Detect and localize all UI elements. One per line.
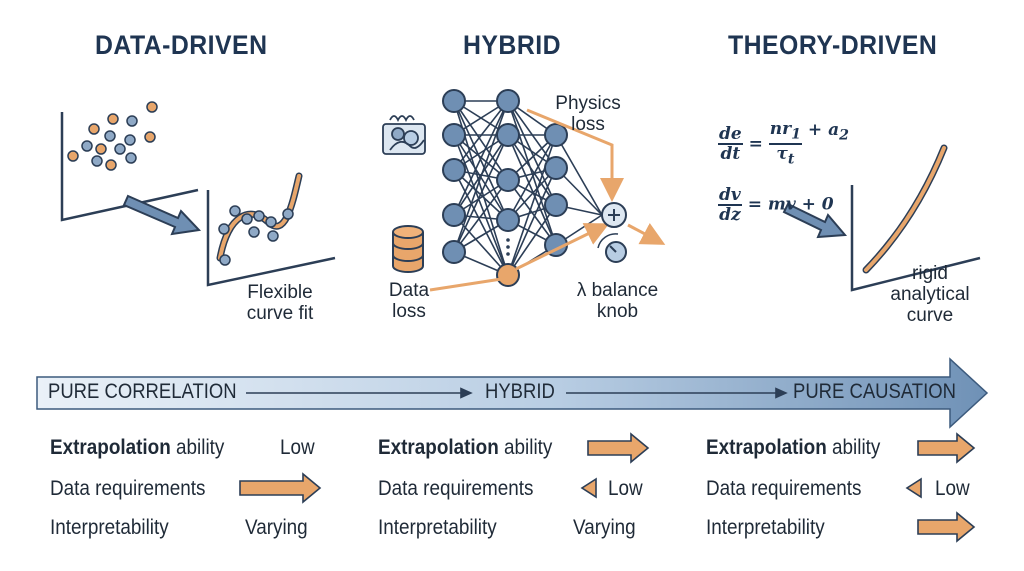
network-edge: [507, 204, 557, 276]
data-loss-path: [429, 223, 610, 292]
right-extrap-arrow: [917, 432, 976, 464]
network-edge: [453, 100, 509, 181]
mid-data-value: Low: [608, 477, 643, 500]
left-interp-value: Varying: [245, 516, 308, 539]
network-edge: [453, 134, 509, 253]
sensor-icon: [382, 115, 426, 155]
network-edge: [507, 134, 557, 206]
mid-data-row: Data requirements: [378, 477, 534, 500]
network-edge: [453, 169, 509, 276]
raw-scatter-plot: [60, 101, 199, 222]
network-edge: [507, 100, 557, 246]
network-edge: [453, 100, 509, 253]
theory-arrow: [782, 202, 848, 239]
network-edge: [555, 134, 603, 216]
left-data-row: Data requirements: [50, 477, 206, 500]
network-node: [442, 158, 466, 182]
network-node: [496, 208, 520, 232]
network-node: [442, 123, 466, 147]
network-edge: [453, 179, 509, 253]
network-edge: [507, 134, 557, 221]
network-edge: [453, 100, 509, 171]
title-data-driven: DATA-DRIVEN: [95, 30, 268, 60]
right-data-value: Low: [935, 477, 970, 500]
mid-interp-value: Varying: [573, 516, 636, 539]
spectrum-left-label: PURE CORRELATION: [48, 380, 237, 403]
mid-extrapolation-row: Extrapolation ability: [378, 436, 553, 459]
network-node: [496, 89, 520, 113]
title-hybrid: HYBRID: [463, 30, 561, 60]
physics-loss-label: Physics loss: [555, 93, 621, 135]
curve-fit-plot: [206, 172, 336, 287]
mid-data-arrow: [580, 477, 597, 499]
spectrum-bar: [36, 357, 989, 429]
network-edge: [507, 134, 557, 276]
title-theory-driven: THEORY-DRIVEN: [728, 30, 938, 60]
network-node: [442, 89, 466, 113]
spectrum-right-label: PURE CAUSATION: [793, 380, 956, 403]
right-data-row: Data requirements: [706, 477, 862, 500]
right-data-arrow: [905, 477, 922, 499]
left-extrapolation-row: Extrapolation ability: [50, 436, 225, 459]
flexible-fit-label: Flexible curve fit: [246, 282, 314, 324]
right-interp-arrow: [917, 511, 976, 543]
database-icon: [392, 225, 424, 273]
network-node: [496, 123, 520, 147]
right-extrapolation-row: Extrapolation ability: [706, 436, 881, 459]
network-edge: [453, 100, 509, 221]
network-edge: [507, 167, 557, 276]
knob-icon: [597, 233, 627, 263]
analytical-plot: [850, 144, 981, 292]
left-interp-row: Interpretability: [50, 516, 169, 539]
network-node: [442, 240, 466, 264]
data-loss-label: Data loss: [388, 280, 430, 322]
ellipsis-dot: [506, 245, 510, 249]
network-node: [544, 156, 568, 180]
fit-arrow: [122, 194, 202, 236]
network-nodes: [442, 89, 568, 287]
network-node: [496, 168, 520, 192]
rigid-curve-label: rigid analytical curve: [890, 263, 970, 326]
mid-extrap-arrow: [587, 432, 650, 464]
combine-node: [601, 202, 627, 228]
physics-loss-path: [526, 108, 624, 202]
left-extrapolation-value: Low: [280, 436, 315, 459]
network-node: [544, 123, 568, 147]
ellipsis-dot: [506, 238, 510, 242]
network-node: [442, 203, 466, 227]
network-edge: [453, 100, 509, 216]
ellipsis-dot: [506, 252, 510, 256]
output-arrow: [627, 222, 666, 245]
network-node: [496, 263, 520, 287]
lambda-knob-label: λ balance knob: [576, 280, 659, 322]
network-edge: [507, 134, 557, 246]
right-interp-row: Interpretability: [706, 516, 825, 539]
network-node: [544, 193, 568, 217]
spectrum-mid-label: HYBRID: [485, 380, 555, 403]
mid-interp-row: Interpretability: [378, 516, 497, 539]
left-data-arrow: [239, 472, 322, 504]
